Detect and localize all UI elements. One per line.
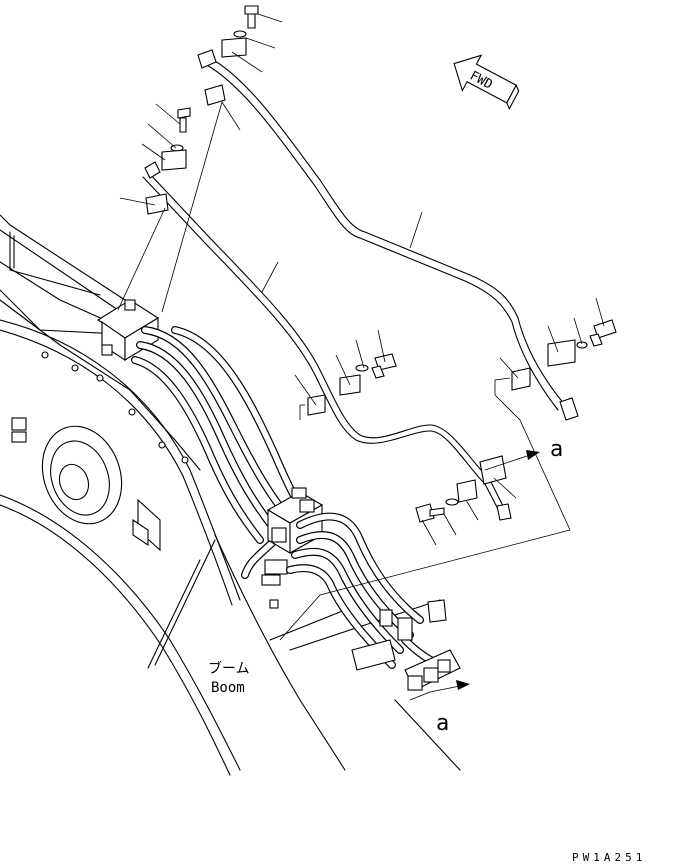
view-a-label-bottom: a [436, 711, 449, 736]
steel-tube-right [197, 49, 579, 421]
mid-clamps-left [307, 353, 397, 416]
boom-pin-boss [41, 425, 123, 525]
view-a-arrows [409, 450, 540, 701]
mid-clamps-right [511, 319, 617, 391]
boom-rivets [41, 351, 189, 464]
lower-bolt-group [415, 455, 507, 523]
leader-lines [117, 13, 605, 641]
boom-structure [0, 214, 461, 776]
top-bolt-stack [145, 5, 259, 215]
drawing-code: PW1A251 [572, 851, 646, 864]
fwd-arrow-icon [453, 54, 520, 111]
lower-clamp-block [351, 599, 461, 691]
view-a-label-top: a [550, 437, 563, 462]
boom-label-jp: ブーム [208, 660, 250, 677]
boom-label-en: Boom [211, 680, 245, 696]
steel-tube-left [142, 161, 512, 521]
side-brackets [11, 417, 279, 609]
